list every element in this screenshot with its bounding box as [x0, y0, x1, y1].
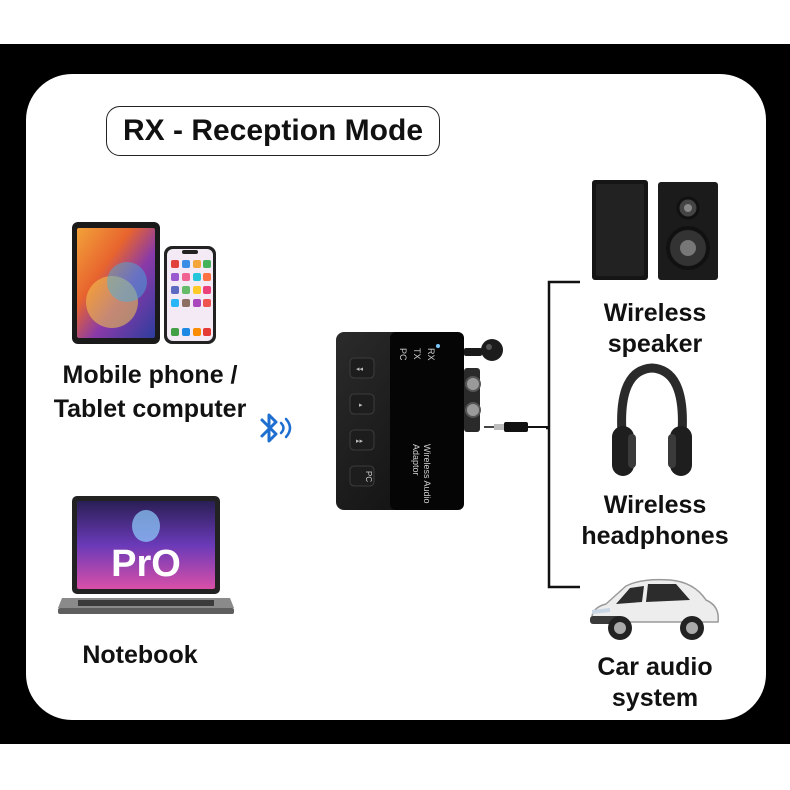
page-title: RX - Reception Mode — [106, 106, 440, 156]
mobile-label-line1: Mobile phone / — [62, 361, 238, 389]
device-button-pc: PC — [364, 471, 373, 482]
bluetooth-icon — [260, 413, 292, 443]
laptop-screen-text: PrO — [111, 543, 181, 585]
svg-text:▸: ▸ — [359, 402, 363, 409]
phone-icon — [164, 246, 216, 344]
speaker-icon — [592, 180, 718, 280]
device-mode-tx: TX — [412, 348, 422, 360]
headphones-label-line2: headphones — [581, 522, 729, 550]
audio-jack-icon — [484, 422, 550, 432]
connector-bracket — [546, 280, 580, 589]
speaker-label-line2: speaker — [607, 330, 703, 358]
car-label-line2: system — [611, 684, 699, 712]
headphones-label-line1: Wireless — [603, 491, 707, 519]
speaker-label-line1: Wireless — [603, 299, 707, 327]
device-mode-rx: RX — [426, 348, 436, 361]
headphones-icon — [612, 363, 692, 476]
svg-text:◂◂: ◂◂ — [356, 366, 364, 373]
svg-text:▸▸: ▸▸ — [356, 438, 364, 445]
device-mode-pc: PC — [398, 348, 408, 361]
notebook-label: Notebook — [82, 641, 198, 669]
tablet-icon — [72, 222, 160, 344]
device-name-line2: Adaptor — [411, 444, 421, 476]
audio-adapter-device: ◂◂ ▸ ▸▸ PC RX TX PC Wireless Audio Adapt… — [336, 332, 503, 510]
car-label-line1: Car audio — [597, 653, 713, 681]
car-icon — [590, 578, 719, 640]
mobile-label-line2: Tablet computer — [53, 395, 247, 423]
device-name-line1: Wireless Audio — [422, 444, 432, 504]
laptop-icon: PrO — [58, 496, 234, 614]
